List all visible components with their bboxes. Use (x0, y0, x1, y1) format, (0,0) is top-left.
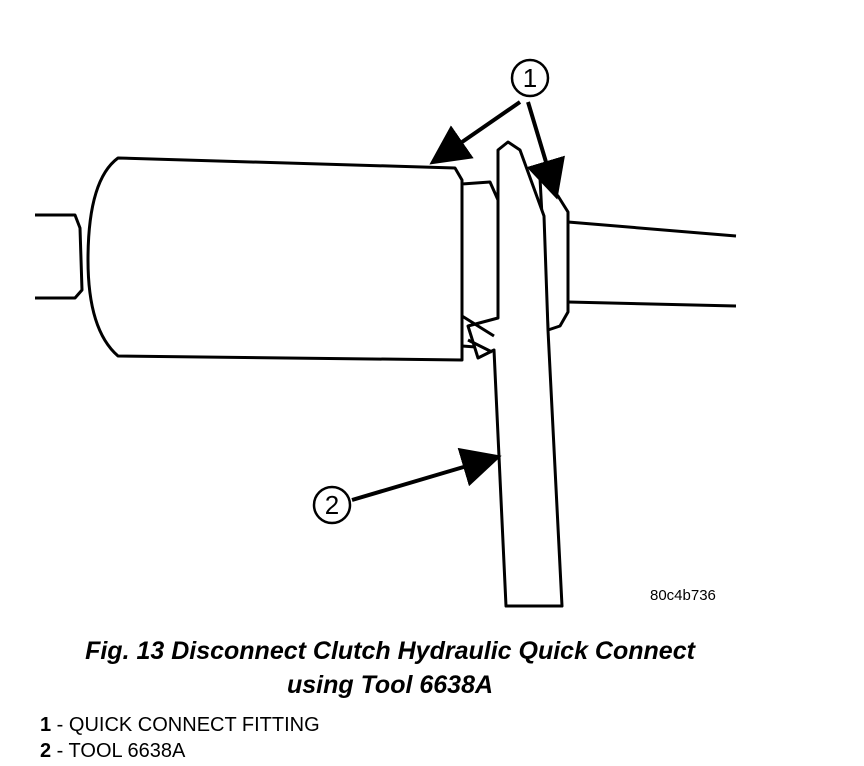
figure-ref-code: 80c4b736 (650, 587, 716, 604)
legend-separator: - (51, 740, 69, 762)
left-tube (35, 213, 84, 300)
caption-line-2: using Tool 6638A (286, 671, 494, 699)
callout-2-arrow (351, 447, 502, 502)
legend: 1 - QUICK CONNECT FITTING 2 - TOOL 6638A (40, 712, 320, 764)
callout-1-arrow-ring (526, 101, 565, 200)
tool-notch (461, 314, 495, 354)
callout-1: 1 (429, 58, 565, 200)
svg-text:1: 1 (523, 63, 537, 93)
tool-6638a (466, 140, 564, 608)
legend-text: QUICK CONNECT FITTING (68, 714, 320, 736)
right-tube (567, 220, 737, 308)
caption-line-1: Fig. 13 Disconnect Clutch Hydraulic Quic… (85, 637, 695, 665)
legend-number: 2 (40, 740, 52, 762)
legend-text: TOOL 6638A (68, 740, 186, 762)
legend-separator: - (51, 714, 69, 736)
quick-connect-body (86, 156, 464, 362)
legend-item: 2 - TOOL 6638A (40, 738, 320, 764)
legend-number: 1 (40, 714, 52, 736)
callout-1-arrow-body (429, 100, 522, 165)
svg-text:2: 2 (325, 490, 339, 520)
legend-item: 1 - QUICK CONNECT FITTING (40, 712, 320, 738)
callout-2: 2 (312, 447, 502, 525)
diagram-illustration: 1 2 80c4b736 (35, 58, 737, 608)
